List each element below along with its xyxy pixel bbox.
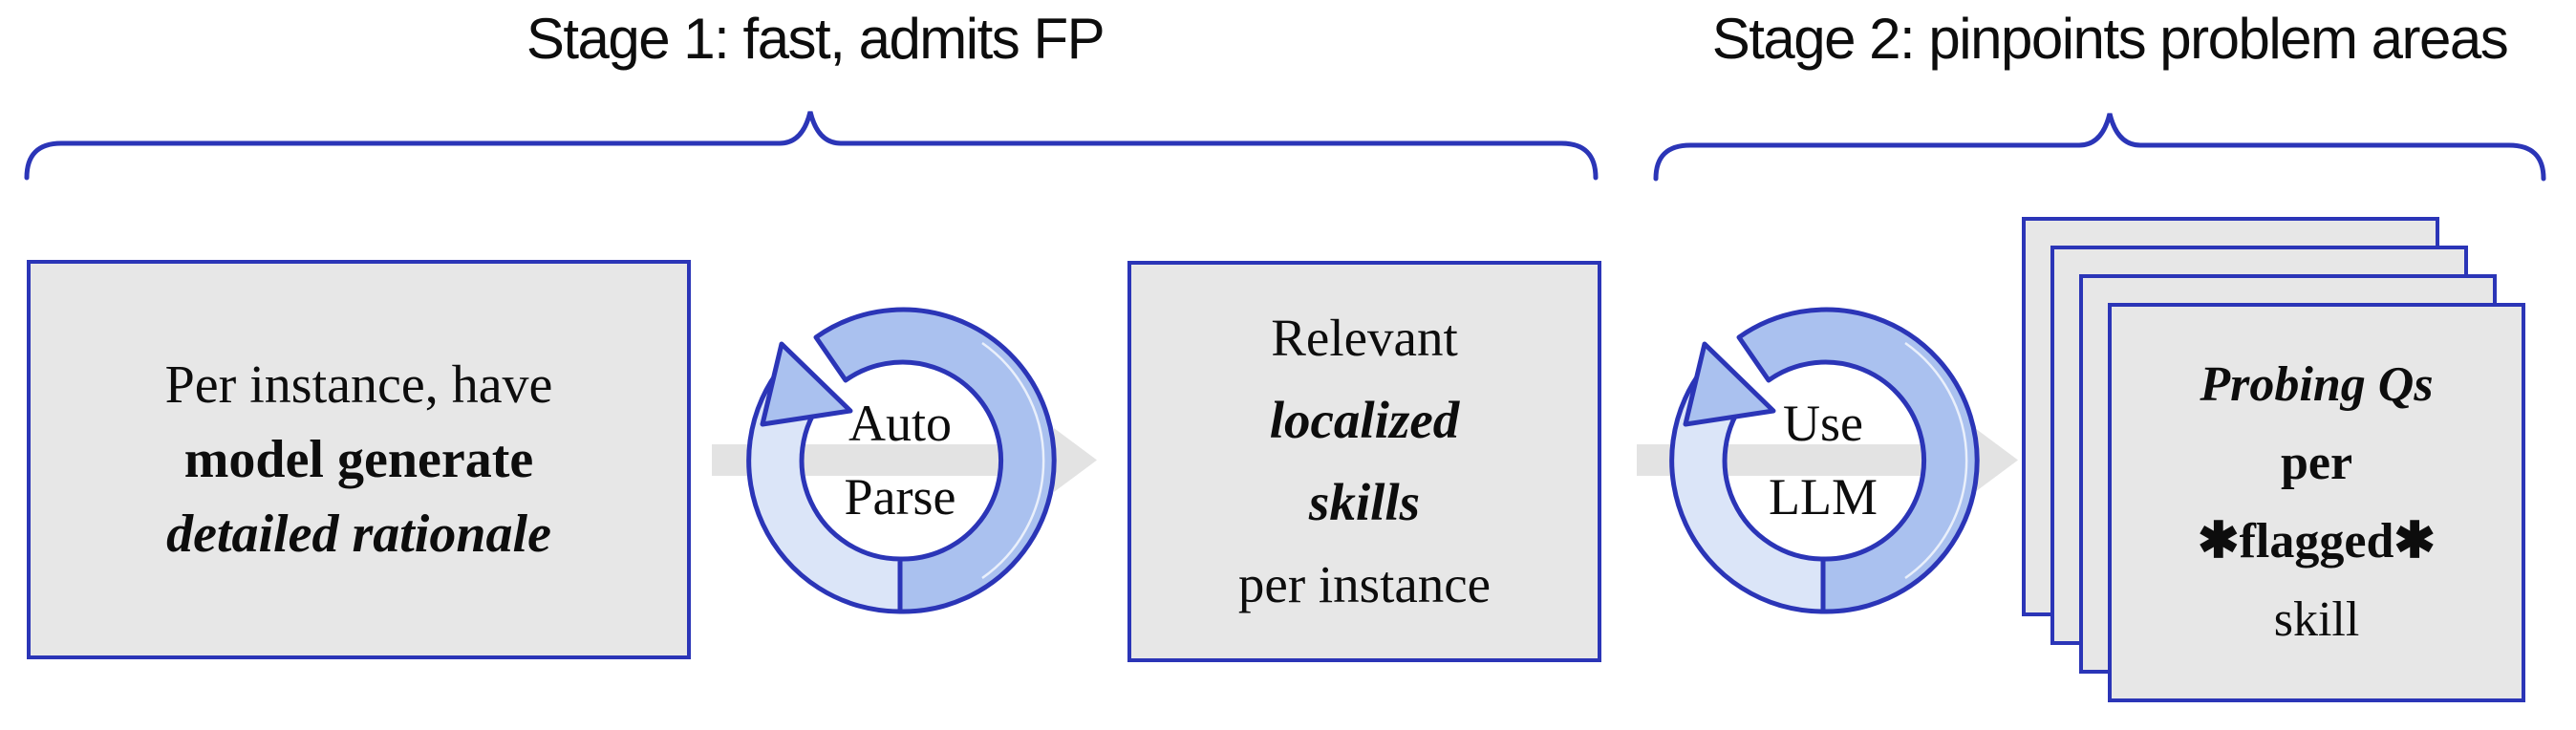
loop-arrowhead-icon [1683,341,1776,427]
box-skills-line: skills [1308,473,1421,531]
ring-highlight [981,341,1045,580]
loop-label-line: Use [1783,395,1863,452]
loop-label-use-llm: Use LLM [1723,384,1923,537]
loop-label-line: Parse [844,468,956,526]
loop-arrowhead-icon [760,341,853,427]
box-rationale-line: model generate [183,430,534,489]
stage2-title: Stage 2: pinpoints problem areas [1711,7,2509,71]
loop-label-line: LLM [1769,468,1878,526]
stage2-brace [1653,113,2546,182]
box-rationale-line: Per instance, have [164,355,553,415]
box-localized-skills: Relevant localized skills per instance [1127,261,1601,662]
box-skills-line: localized [1269,391,1460,449]
loop-label-auto-parse: Auto Parse [800,384,1000,537]
loop-label-line: Auto [848,395,952,452]
card-line: skill [2273,592,2360,647]
loop-arrow-icon [813,307,1057,614]
loop-arrow-icon [1736,307,1980,614]
box-skills-line: per instance [1237,555,1492,613]
flow-arrow-right-icon [1637,428,2018,492]
stage1-brace [24,111,1599,181]
ring-highlight [1904,341,1968,580]
box-skills-line: Relevant [1271,309,1458,367]
card-line: per [2280,436,2353,490]
card-line: Probing Qs [2200,357,2434,412]
card-line: ✱flagged✱ [2198,514,2436,569]
box-rationale: Per instance, have model generate detail… [27,260,691,659]
box-rationale-line: detailed rationale [166,505,551,564]
stage1-title: Stage 1: fast, admits FP [526,7,1106,71]
card-probing-questions: Probing Qs per ✱flagged✱ skill [2108,303,2525,702]
flow-arrow-right-icon [712,428,1097,492]
